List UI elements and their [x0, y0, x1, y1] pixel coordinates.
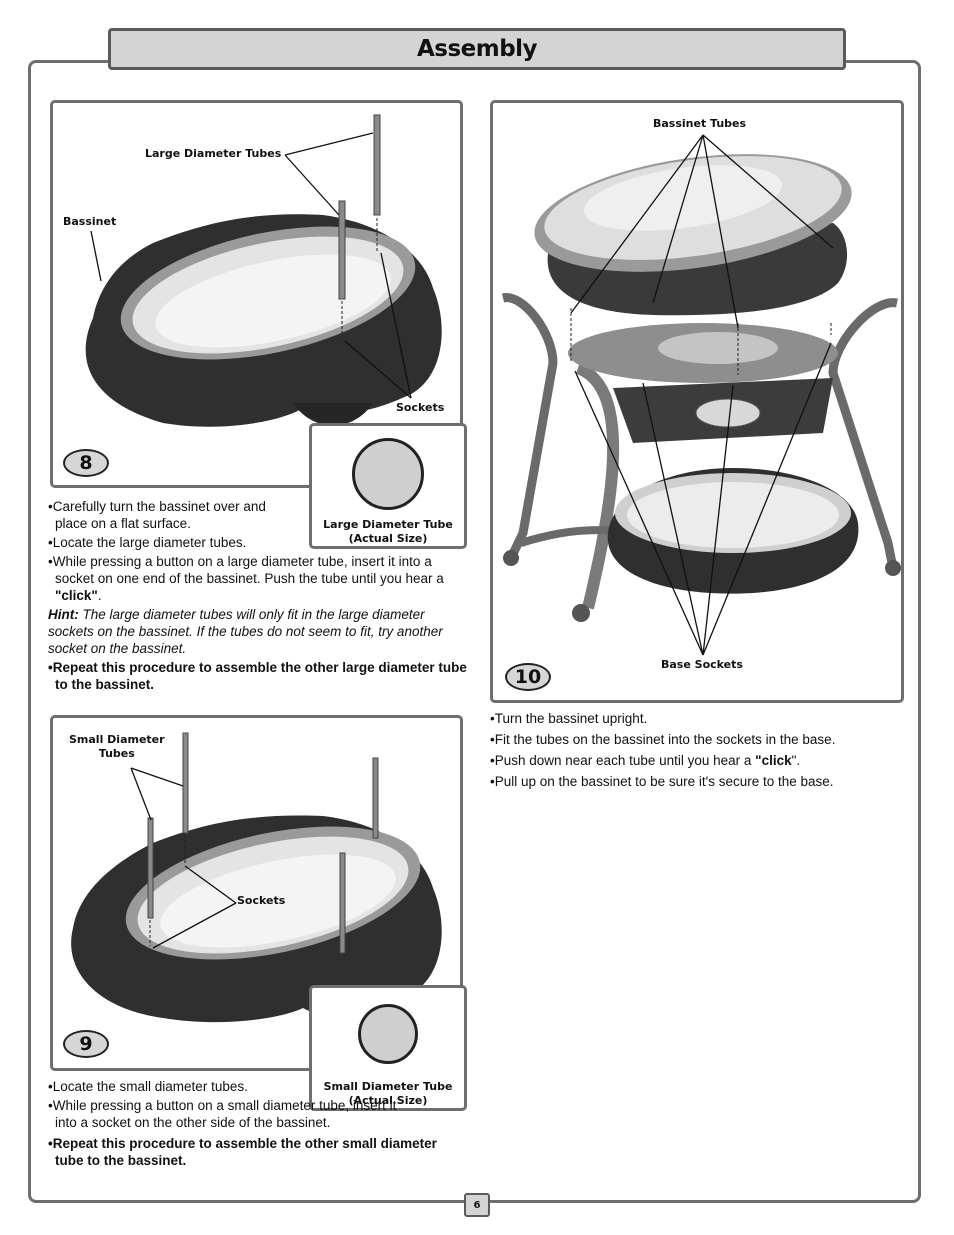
step-10-badge: 10 [505, 663, 551, 691]
step-8-illustration [85, 114, 442, 427]
step-10-panel: Bassinet Tubes Base Sockets 10 [490, 100, 904, 703]
page-title: Assembly [108, 28, 846, 70]
base-sockets-label: Base Sockets [661, 658, 743, 671]
step-8-hint: Hint: The large diameter tubes will only… [48, 607, 443, 656]
step-8-bullet-2: Locate the large diameter tubes. [48, 534, 468, 551]
large-tubes-label: Large Diameter Tubes [145, 147, 282, 160]
step-8-panel: Large Diameter Tubes Bassinet Sockets 8 [50, 100, 463, 488]
step-9-instructions: Locate the small diameter tubes. While p… [48, 1078, 468, 1171]
step-8-bullet-1: Carefully turn the bassinet over and pla… [48, 498, 290, 532]
step-10-illustration [501, 134, 901, 656]
step-10-instructions: Turn the bassinet upright. Fit the tubes… [490, 710, 900, 792]
large-tube-caption: Large Diameter Tube [323, 518, 453, 531]
bassinet-tubes-label: Bassinet Tubes [653, 117, 747, 130]
step-10-bullet-4: Pull up on the bassinet to be sure it's … [490, 773, 900, 790]
bassinet-label: Bassinet [63, 215, 117, 228]
step-9-badge: 9 [63, 1030, 109, 1058]
step-9-bullet-1: Locate the small diameter tubes. [48, 1078, 468, 1095]
step-9-panel: Small Diameter Tubes Sockets 9 [50, 715, 463, 1071]
small-sockets-label: Sockets [237, 894, 286, 907]
step-8-repeat: Repeat this procedure to assemble the ot… [48, 659, 468, 693]
step-8-bullet-3: While pressing a button on a large diame… [48, 553, 468, 604]
step-8-instructions: Carefully turn the bassinet over and pla… [48, 498, 468, 695]
step-8-badge: 8 [63, 449, 109, 477]
page-number: 6 [464, 1193, 490, 1217]
step-9-bullet-2: While pressing a button on a small diame… [48, 1097, 415, 1131]
small-tubes-label: Small Diameter Tubes [69, 733, 165, 760]
step-10-bullet-2: Fit the tubes on the bassinet into the s… [490, 731, 900, 748]
sockets-label: Sockets [396, 401, 445, 414]
step-10-bullet-1: Turn the bassinet upright. [490, 710, 900, 727]
step-10-bullet-3: Push down near each tube until you hear … [490, 752, 900, 769]
step-9-illustration [71, 732, 442, 1023]
large-tube-circle [352, 438, 424, 510]
step-9-repeat: Repeat this procedure to assemble the ot… [48, 1135, 468, 1169]
small-tube-circle [358, 1004, 418, 1064]
